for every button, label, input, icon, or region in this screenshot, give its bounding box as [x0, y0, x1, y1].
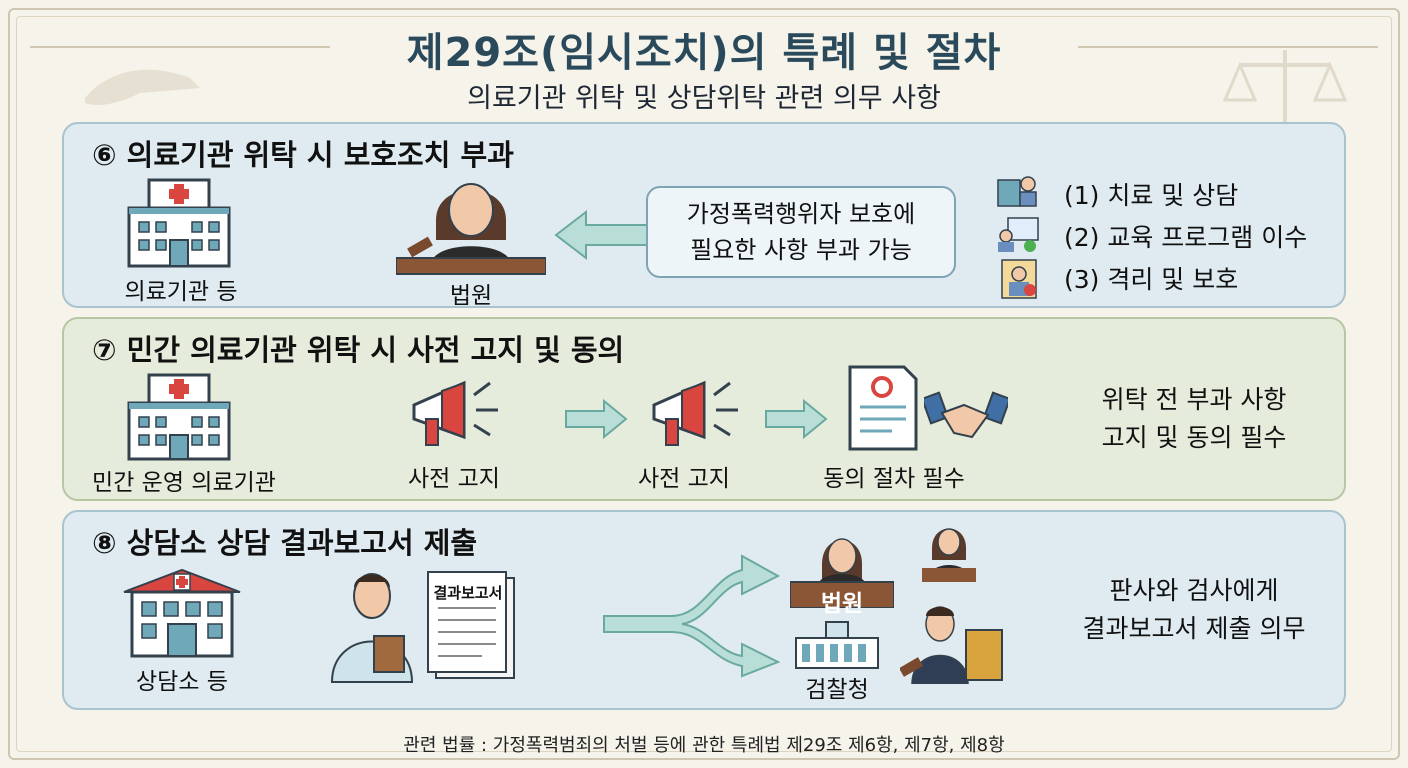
measure-item-1: (1) 치료 및 상담 [1064, 181, 1239, 210]
outer-frame [8, 8, 1400, 760]
section-7-note: 위탁 전 부과 사항 고지 및 동의 필수 [1064, 381, 1324, 457]
section-7-note-line-2: 고지 및 동의 필수 [1101, 423, 1287, 452]
prosecution-label: 검찰청 [805, 677, 869, 703]
title-rule-right [1078, 46, 1378, 48]
measure-item-3: (3) 격리 및 보호 [1064, 265, 1239, 294]
right-arrow-icon-2 [765, 399, 828, 439]
left-arrow-icon [554, 210, 649, 260]
page-title: 제29조(임시조치)의 특례 및 절차 [406, 30, 1002, 76]
section-6-title: ⑥ 의료기관 위탁 시 보호조치 부과 [92, 138, 514, 172]
education-icon [998, 217, 1039, 252]
hospital-label: 의료기관 등 [124, 279, 238, 305]
prosecution-building-icon [795, 621, 879, 669]
section-8-note-line-1: 판사와 검사에게 [1109, 576, 1279, 605]
isolation-icon [1001, 259, 1037, 299]
court-judge-icon [790, 538, 894, 608]
callout-line-1: 가정폭력행위자 보호에 [686, 200, 916, 228]
section-7: ⑦ 민간 의료기관 위탁 시 사전 고지 및 동의 민간 운영 의료기관 사전 … [62, 317, 1346, 501]
inner-frame [16, 16, 1392, 752]
notice-2-label: 사전 고지 [638, 466, 730, 492]
megaphone-icon [412, 380, 498, 446]
counseling-center-label: 상담소 등 [136, 669, 228, 695]
section-6: ⑥ 의료기관 위탁 시 보호조치 부과 의료기관 등 법원 가정폭력행위자 보호… [62, 122, 1346, 309]
section-8: ⑧ 상담소 상담 결과보고서 제출 상담소 등 결과보고서 [62, 510, 1346, 710]
notice-1-label: 사전 고지 [408, 466, 500, 492]
megaphone-icon-2 [652, 380, 738, 446]
counselor-icon [330, 573, 414, 683]
section-8-title: ⑧ 상담소 상담 결과보고서 제출 [92, 526, 478, 560]
page-subtitle: 의료기관 위탁 및 상담위탁 관련 의무 사항 [467, 83, 941, 114]
female-judge-icon [922, 528, 976, 582]
title-rule-left [30, 46, 330, 48]
measure-item-2: (2) 교육 프로그램 이수 [1064, 223, 1308, 252]
report-document-icon [427, 571, 515, 679]
judge-icon [396, 183, 546, 275]
callout-line-2: 필요한 사항 부과 가능 [690, 236, 912, 264]
private-hospital-label: 민간 운영 의료기관 [92, 470, 276, 496]
consent-label: 동의 절차 필수 [823, 466, 965, 492]
court-label-8: 법원 [820, 591, 864, 617]
court-label: 법원 [449, 283, 493, 309]
split-arrow-icon [603, 554, 781, 678]
handshake-icon [924, 391, 1008, 439]
consent-document-icon [848, 365, 918, 451]
report-document-title: 결과보고서 [433, 584, 503, 602]
section-7-note-line-1: 위탁 전 부과 사항 [1101, 385, 1287, 414]
prosecutor-icon [900, 606, 1003, 684]
hand-icon [85, 69, 200, 105]
hospital-icon [127, 178, 231, 268]
right-arrow-icon-1 [565, 399, 628, 439]
treatment-icon [997, 176, 1037, 207]
protection-callout: 가정폭력행위자 보호에 필요한 사항 부과 가능 [646, 186, 956, 278]
section-7-title: ⑦ 민간 의료기관 위탁 시 사전 고지 및 동의 [92, 333, 625, 367]
section-8-note: 판사와 검사에게 결과보고서 제출 의무 [1064, 572, 1324, 648]
footer-law-reference: 관련 법률 : 가정폭력범죄의 처벌 등에 관한 특례법 제29조 제6항, 제… [403, 735, 1005, 756]
counseling-center-icon [123, 568, 241, 658]
section-8-note-line-2: 결과보고서 제출 의무 [1082, 614, 1306, 643]
private-hospital-icon [127, 373, 231, 461]
